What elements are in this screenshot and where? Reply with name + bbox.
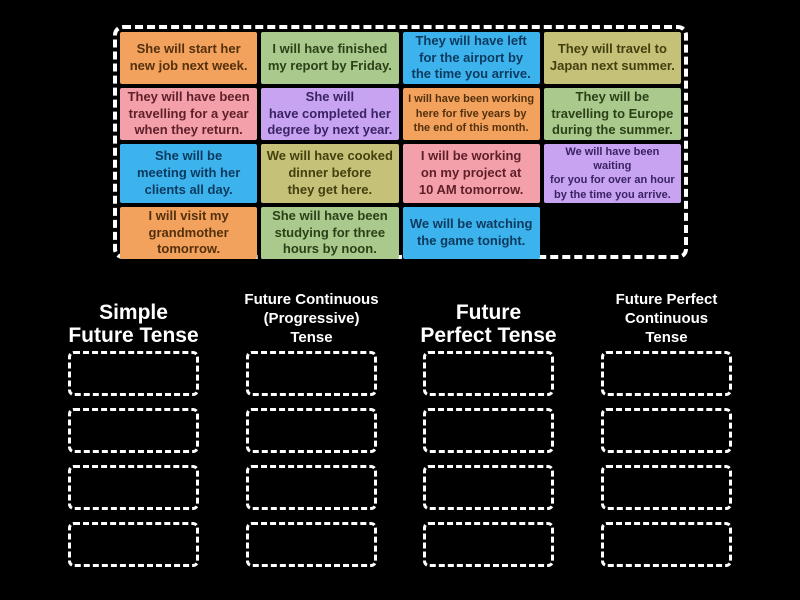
group-title: Future Perfect Continuous Tense bbox=[615, 291, 718, 347]
drop-slot[interactable] bbox=[68, 351, 199, 396]
sentence-card[interactable]: I will have been working here for five y… bbox=[402, 87, 540, 140]
sentence-card[interactable]: She will have been studying for three ho… bbox=[261, 206, 399, 259]
drop-slot[interactable] bbox=[601, 465, 732, 510]
sentence-card[interactable]: They will travel to Japan next summer. bbox=[543, 32, 681, 84]
sentence-card[interactable]: I will visit my grandmother tomorrow. bbox=[120, 206, 258, 259]
sentence-card[interactable]: She will be meeting with her clients all… bbox=[120, 143, 258, 203]
sentence-card-label: I will have finished my report by Friday… bbox=[267, 41, 392, 73]
group-column-future-perfect: Future Perfect Tense bbox=[401, 286, 576, 579]
drop-slot[interactable] bbox=[601, 408, 732, 453]
sentence-card[interactable]: We will have cooked dinner before they g… bbox=[261, 143, 399, 203]
sentence-card[interactable]: I will have finished my report by Friday… bbox=[261, 32, 399, 84]
drop-slot[interactable] bbox=[246, 408, 377, 453]
sentence-card-label: She will have completed her degree by ne… bbox=[267, 88, 393, 138]
sentence-card-label: They will travel to Japan next summer. bbox=[549, 41, 675, 73]
sentence-card[interactable]: They will have left for the airport by t… bbox=[402, 32, 540, 84]
sentence-card-label: She will be meeting with her clients all… bbox=[136, 148, 241, 197]
sentence-card[interactable]: I will be working on my project at 10 AM… bbox=[402, 143, 540, 203]
drop-slot[interactable] bbox=[423, 351, 554, 396]
group-column-simple-future: Simple Future Tense bbox=[46, 286, 221, 579]
drop-slot[interactable] bbox=[246, 465, 377, 510]
group-title: Simple Future Tense bbox=[68, 300, 199, 348]
card-pool: She will start her new job next week. I … bbox=[113, 25, 688, 259]
sentence-card-label: They will be travelling to Europe during… bbox=[551, 88, 674, 138]
sentence-card-label: I will have been working here for five y… bbox=[408, 93, 535, 134]
drop-slot[interactable] bbox=[68, 408, 199, 453]
drop-slot[interactable] bbox=[246, 522, 377, 567]
sentence-card[interactable]: She will start her new job next week. bbox=[120, 32, 258, 84]
sentence-card-label: We will be watching the game tonight. bbox=[409, 216, 533, 248]
sentence-card[interactable]: They will be travelling to Europe during… bbox=[543, 87, 681, 140]
sentence-card-label: She will have been studying for three ho… bbox=[272, 207, 388, 257]
sentence-card-label: They will have been travelling for a yea… bbox=[127, 88, 250, 138]
sentence-card-label: They will have left for the airport by t… bbox=[411, 33, 531, 82]
group-column-future-continuous: Future Continuous (Progressive) Tense bbox=[224, 286, 399, 579]
drop-slot[interactable] bbox=[601, 351, 732, 396]
group-title: Future Continuous (Progressive) Tense bbox=[244, 291, 379, 347]
sentence-card[interactable]: We will have been waiting for you for ov… bbox=[543, 143, 681, 203]
sentence-card[interactable]: They will have been travelling for a yea… bbox=[120, 87, 258, 140]
sentence-card-label: I will visit my grandmother tomorrow. bbox=[148, 207, 229, 257]
drop-slot[interactable] bbox=[68, 465, 199, 510]
sentence-card-label: She will start her new job next week. bbox=[129, 41, 248, 73]
group-column-future-perfect-continuous: Future Perfect Continuous Tense bbox=[579, 286, 754, 579]
drop-slot[interactable] bbox=[601, 522, 732, 567]
empty-pool-cell bbox=[544, 207, 681, 259]
group-title: Future Perfect Tense bbox=[420, 300, 557, 348]
drop-slot[interactable] bbox=[423, 408, 554, 453]
sentence-card-label: I will be working on my project at 10 AM… bbox=[418, 148, 524, 197]
sentence-card-label: We will have cooked dinner before they g… bbox=[266, 148, 393, 197]
sentence-card[interactable]: We will be watching the game tonight. bbox=[402, 206, 540, 259]
sentence-card[interactable]: She will have completed her degree by ne… bbox=[261, 87, 399, 140]
drop-slot[interactable] bbox=[68, 522, 199, 567]
drop-slot[interactable] bbox=[423, 522, 554, 567]
drop-slot[interactable] bbox=[423, 465, 554, 510]
drop-slot[interactable] bbox=[246, 351, 377, 396]
sentence-card-label: We will have been waiting for you for ov… bbox=[550, 145, 675, 201]
